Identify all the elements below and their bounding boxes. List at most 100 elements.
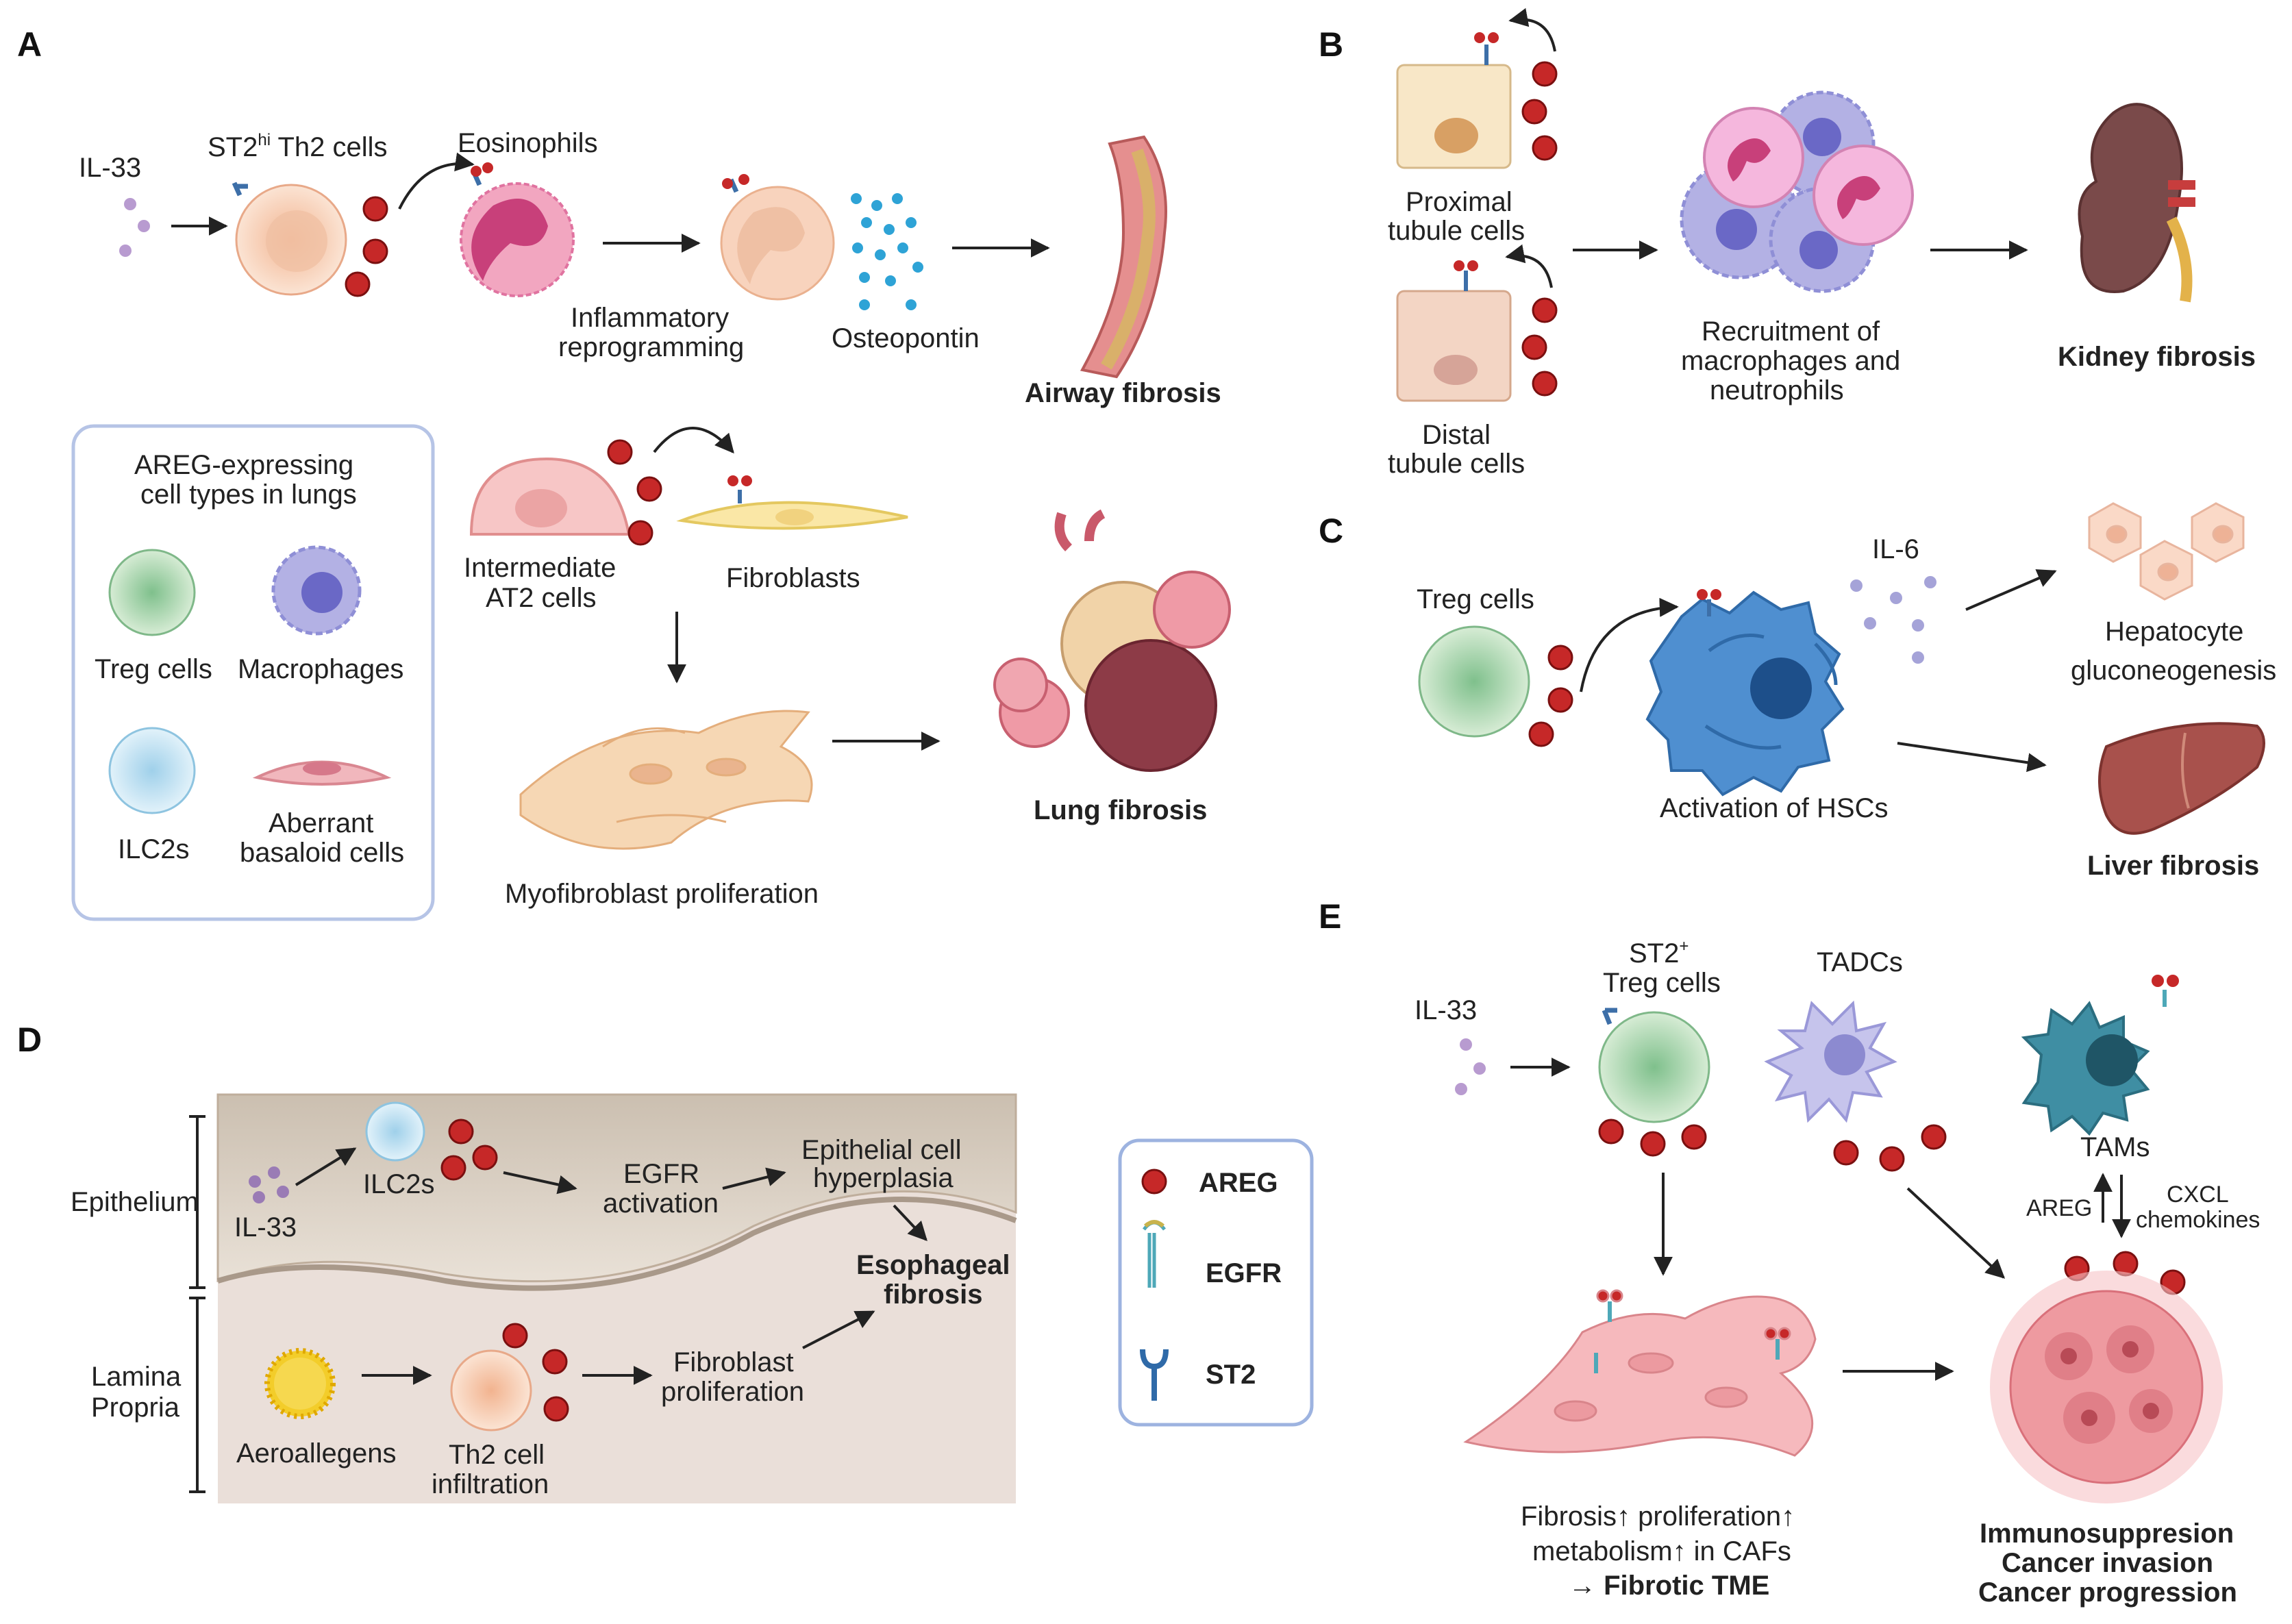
fibrosis-label: fibrosis — [884, 1279, 982, 1310]
panel-label-e: E — [1319, 897, 1341, 936]
outcome-1: Immunosuppresion — [1980, 1519, 2234, 1549]
distal-tubule-cell — [1396, 260, 1512, 402]
tams-label: TAMs — [2080, 1132, 2150, 1162]
caf-cells — [1463, 1289, 1817, 1457]
treg-cell — [1418, 625, 1530, 738]
arrow — [1897, 742, 2047, 773]
areg-legend-icon — [1141, 1169, 1167, 1195]
arrow — [1580, 597, 1679, 692]
layer-brackets — [189, 1115, 205, 1493]
tadc-cell — [1764, 1000, 1897, 1123]
panel-label-a: A — [17, 25, 42, 64]
caf-line-1: Fibrosis↑ proliferation↑ — [1521, 1501, 1795, 1532]
eosinophil-cell — [460, 162, 575, 297]
recruitment-label: Recruitment of — [1702, 316, 1880, 347]
arrow — [722, 1167, 786, 1190]
arrow — [893, 1204, 927, 1242]
panel-d: Epithelium Lamina Propria IL-33 ILC2s EG… — [71, 1093, 1017, 1503]
proximal-tubule-label: tubule cells — [1388, 216, 1525, 246]
cxcl-label: CXCL — [2167, 1182, 2229, 1208]
airway-fibrosis-label: Airway fibrosis — [1025, 378, 1221, 408]
fibroblast-label: Fibroblast — [673, 1347, 794, 1377]
th2-cell — [450, 1349, 532, 1432]
panel-a: IL-33 ST2hi Th2 cells Eosinophils Inflam… — [71, 128, 1231, 921]
il33-label-e: IL-33 — [1415, 995, 1477, 1025]
panel-label-c: C — [1319, 512, 1343, 550]
st2hi-th2-label: ST2hi Th2 cells — [208, 131, 388, 162]
neutrophils-label: neutrophils — [1710, 375, 1844, 405]
esophageal-label: Esophageal — [856, 1250, 1010, 1280]
panel-label-d: D — [17, 1021, 42, 1059]
tumor-image — [1990, 1271, 2223, 1503]
myofibroblast-label: Myofibroblast proliferation — [505, 879, 819, 909]
legend-areg: AREG — [1199, 1168, 1278, 1198]
areg-dots — [345, 196, 388, 297]
distal-tubule-label: tubule cells — [1388, 449, 1525, 479]
basement-membrane — [216, 1197, 1017, 1291]
myofibroblasts — [519, 710, 813, 850]
kidney-image — [2078, 103, 2195, 303]
tadcs-label: TADCs — [1817, 947, 1903, 977]
osteopontin-label: Osteopontin — [832, 323, 980, 353]
reprogramming-label: reprogramming — [558, 332, 744, 362]
caf-line-3: → Fibrotic TME — [1569, 1571, 1769, 1601]
hsc-cell — [1645, 589, 1845, 797]
outcome-2: Cancer invasion — [2002, 1548, 2213, 1578]
st2p-treg-label: Treg cells — [1603, 968, 1721, 998]
legend-st2: ST2 — [1206, 1360, 1256, 1390]
legend-egfr: EGFR — [1206, 1258, 1282, 1288]
il33-dots — [1455, 1038, 1486, 1095]
distal-label: Distal — [1422, 420, 1491, 450]
fibroblast-cell — [676, 475, 908, 530]
areg-dots — [1521, 297, 1558, 397]
caf-line-2: metabolism↑ in CAFs — [1532, 1536, 1791, 1566]
arrow — [802, 1310, 875, 1349]
il33-label-d: IL-33 — [234, 1212, 297, 1242]
aeroallegens-label: Aeroallegens — [236, 1438, 397, 1469]
chemokines-label: chemokines — [2136, 1207, 2260, 1233]
activation-label: activation — [603, 1188, 719, 1219]
egfr-legend-icon — [1143, 1220, 1166, 1288]
ilc2-cell — [108, 727, 196, 814]
il33-label: IL-33 — [79, 153, 141, 183]
il6-dots — [1850, 576, 1936, 664]
hyperplasia-label: hyperplasia — [813, 1163, 954, 1193]
lung-image — [993, 509, 1231, 772]
areg-dots — [502, 1323, 569, 1422]
legend: AREG EGFR ST2 — [1118, 1138, 1314, 1427]
lamina-label: Lamina — [91, 1362, 182, 1392]
hepatocyte-label: Hepatocyte — [2105, 616, 2243, 647]
aeroallergen — [264, 1348, 336, 1419]
eosinophils-label: Eosinophils — [458, 128, 598, 158]
box-title: AREG-expressing — [134, 450, 353, 480]
box-subtitle: cell types in lungs — [140, 479, 357, 510]
ilc2s-label-d: ILC2s — [363, 1169, 435, 1199]
at2-cell — [469, 457, 631, 536]
proliferation-label: proliferation — [661, 1377, 804, 1407]
arrow — [1508, 8, 1556, 52]
aberrant-label: Aberrant — [269, 808, 373, 838]
th2-cell-label: Th2 cell — [449, 1440, 545, 1470]
st2-legend-icon — [1140, 1349, 1169, 1401]
propria-label: Propria — [91, 1392, 180, 1423]
epithelial-cell-label: Epithelial cell — [801, 1135, 961, 1165]
areg-arrow-label: AREG — [2026, 1195, 2092, 1221]
liver-fibrosis-label: Liver fibrosis — [2087, 851, 2259, 881]
proximal-tubule-cell — [1396, 32, 1512, 169]
treg-label-c: Treg cells — [1417, 584, 1534, 614]
panel-c: Treg cells Activation of HSCs IL-6 — [1417, 502, 2276, 881]
panel-e: IL-33 ST2+ Treg cells TADCs TAMs — [1415, 937, 2260, 1608]
il6-label: IL-6 — [1872, 534, 1919, 564]
treg-cell — [108, 549, 196, 636]
ilc2s-label: ILC2s — [118, 834, 190, 864]
reprogrammed-eosinophil — [720, 174, 835, 301]
epithelium-label: Epithelium — [71, 1187, 199, 1217]
infiltration-label: infiltration — [432, 1469, 549, 1499]
arrow — [1505, 244, 1553, 288]
intermediate-label: Intermediate — [464, 553, 616, 583]
areg-dots — [1833, 1124, 1947, 1172]
treg-label: Treg cells — [95, 654, 212, 684]
proximal-label: Proximal — [1406, 187, 1512, 217]
macrophages-label: Macrophages — [238, 654, 403, 684]
lung-fibrosis-label: Lung fibrosis — [1034, 795, 1207, 825]
